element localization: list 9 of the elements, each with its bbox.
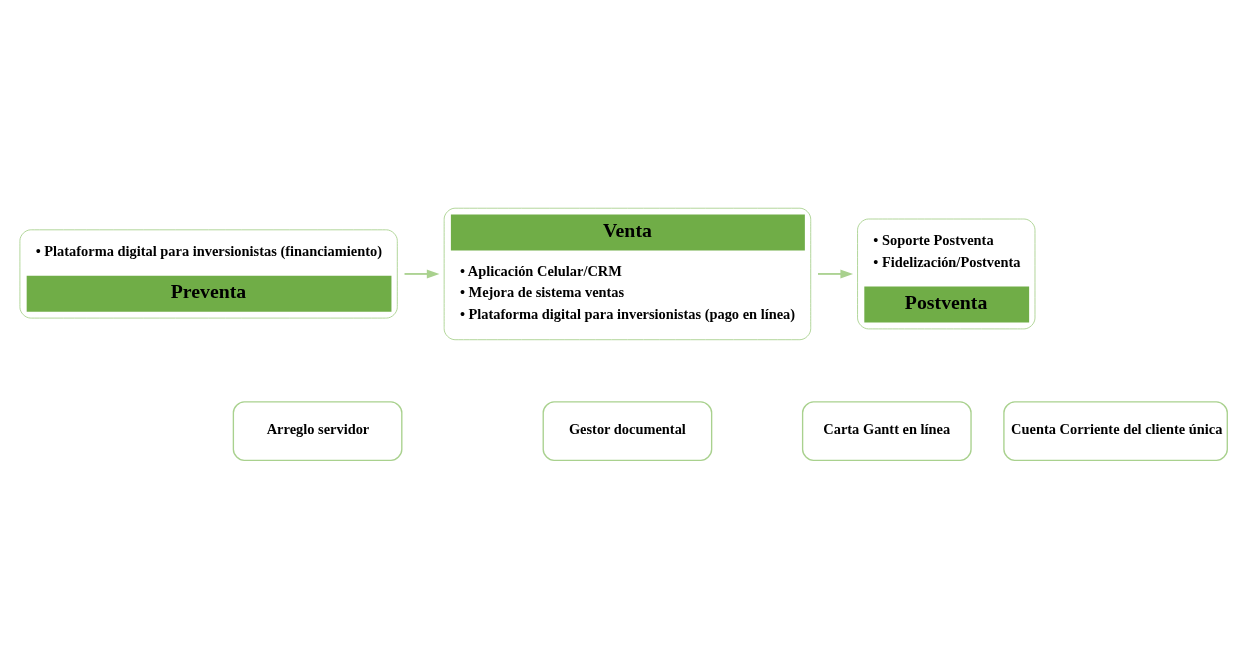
arrow xyxy=(403,269,440,278)
node-box: • Soporte Postventa • Fidelización/Postventa Postventa xyxy=(857,218,1036,329)
node-box: • Plataforma digital para inversionistas (financiamiento) Preventa xyxy=(19,228,398,319)
arrow xyxy=(817,269,854,278)
node-box: Gestor documental xyxy=(542,400,713,461)
node-box: Cuenta Corriente del cliente única xyxy=(1003,400,1228,461)
node-box: Arreglo servidor xyxy=(232,400,403,461)
node-box: Venta • Aplicación Celular/CRM • Mejora de sistema ventas • Plataforma digital para inversionistas (pago en línea) xyxy=(443,207,812,340)
node-box: Carta Gantt en línea xyxy=(801,400,972,461)
